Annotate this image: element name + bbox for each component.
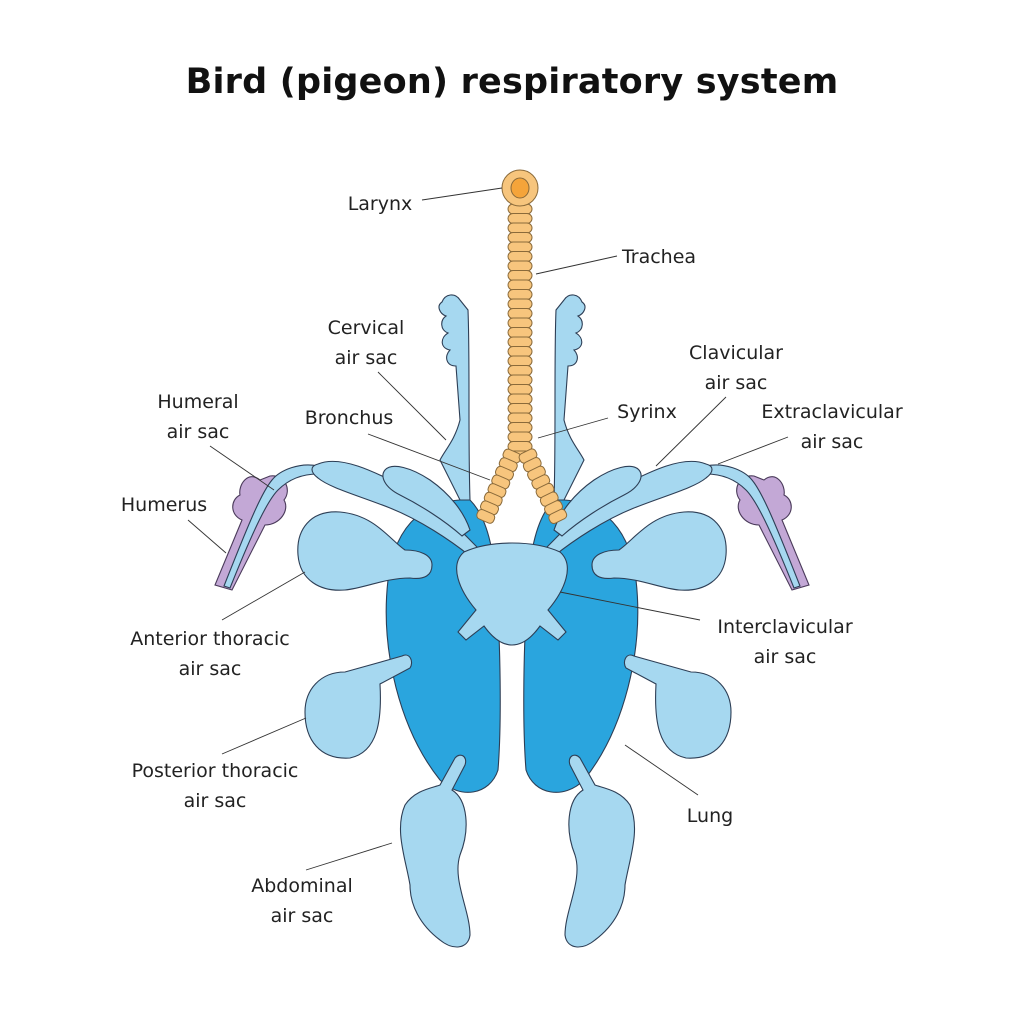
right-abdominal-air-sac (564, 754, 636, 948)
left-abdominal-air-sac (399, 754, 471, 948)
larynx (501, 169, 539, 207)
posterior-thoracic-air-sacs (304, 654, 732, 759)
trachea-ring (507, 251, 533, 262)
clavicular-air-sacs (382, 465, 642, 537)
leader-posterior-thoracic (221, 717, 307, 755)
right-bronchus-ring (548, 508, 568, 524)
right-clavicular-air-sac (553, 465, 642, 537)
leader-humerus (187, 519, 227, 554)
left-bronchus-ring (476, 508, 496, 524)
label-bronchus: Bronchus (305, 407, 394, 429)
leader-cervical (377, 371, 447, 441)
right-cervical-air-sac (553, 294, 586, 501)
diagram-title: Bird (pigeon) respiratory system (185, 62, 839, 102)
trachea-ring (507, 355, 533, 367)
trachea-ring (507, 213, 533, 224)
trachea-ring (507, 308, 533, 319)
trachea-ring (507, 336, 533, 348)
trachea-ring (507, 241, 533, 253)
abdominal-air-sacs (399, 754, 636, 948)
trachea-ring (507, 232, 533, 243)
label-trachea: Trachea (621, 246, 696, 268)
trachea-ring (507, 422, 533, 433)
left-lung (385, 499, 501, 793)
trachea (507, 203, 533, 462)
trachea-ring (507, 222, 533, 234)
leader-lung (624, 744, 699, 796)
right-anterior-thoracic-air-sac (591, 511, 727, 591)
cervical-air-sacs (438, 294, 586, 501)
right-posterior-thoracic-air-sac (623, 654, 732, 759)
label-lung: Lung (687, 805, 733, 827)
leader-humeral (209, 445, 275, 491)
leader-lines (187, 187, 789, 871)
trachea-ring (507, 289, 533, 300)
leader-interclavicular (559, 591, 701, 621)
interclavicular-air-sac (456, 542, 568, 646)
trachea-ring (507, 298, 533, 310)
trachea-ring (507, 403, 533, 414)
leader-larynx (421, 187, 503, 201)
label-larynx: Larynx (348, 193, 413, 215)
trachea-ring (507, 270, 533, 281)
right-humeral-air-sac (705, 464, 801, 589)
left-anterior-thoracic-air-sac (297, 511, 433, 591)
leader-trachea (535, 255, 618, 275)
label-humerus: Humerus (121, 494, 207, 516)
right-lung (523, 499, 639, 793)
label-syrinx: Syrinx (617, 401, 677, 423)
leader-extraclavicular (717, 436, 789, 465)
larynx-opening (510, 177, 530, 199)
leader-syrinx (537, 417, 609, 439)
trachea-ring (507, 431, 533, 443)
trachea-ring (507, 412, 533, 424)
trachea-ring (507, 393, 533, 405)
trachea-ring (507, 327, 533, 338)
left-humeral-air-sac (223, 464, 319, 589)
left-posterior-thoracic-air-sac (304, 654, 413, 759)
left-cervical-air-sac (438, 294, 471, 501)
trachea-ring (507, 260, 533, 272)
leader-anterior-thoracic (221, 571, 306, 621)
trachea-ring (507, 346, 533, 357)
trachea-ring (507, 365, 533, 376)
bronchi (476, 448, 568, 524)
trachea-ring (507, 317, 533, 329)
leader-bronchus (367, 433, 491, 481)
trachea-ring (507, 384, 533, 395)
left-clavicular-air-sac (382, 465, 471, 537)
trachea-ring (507, 374, 533, 386)
anterior-thoracic-air-sacs (297, 511, 727, 591)
trachea-ring (507, 279, 533, 291)
leader-clavicular (655, 396, 727, 467)
leader-abdominal (305, 842, 393, 871)
